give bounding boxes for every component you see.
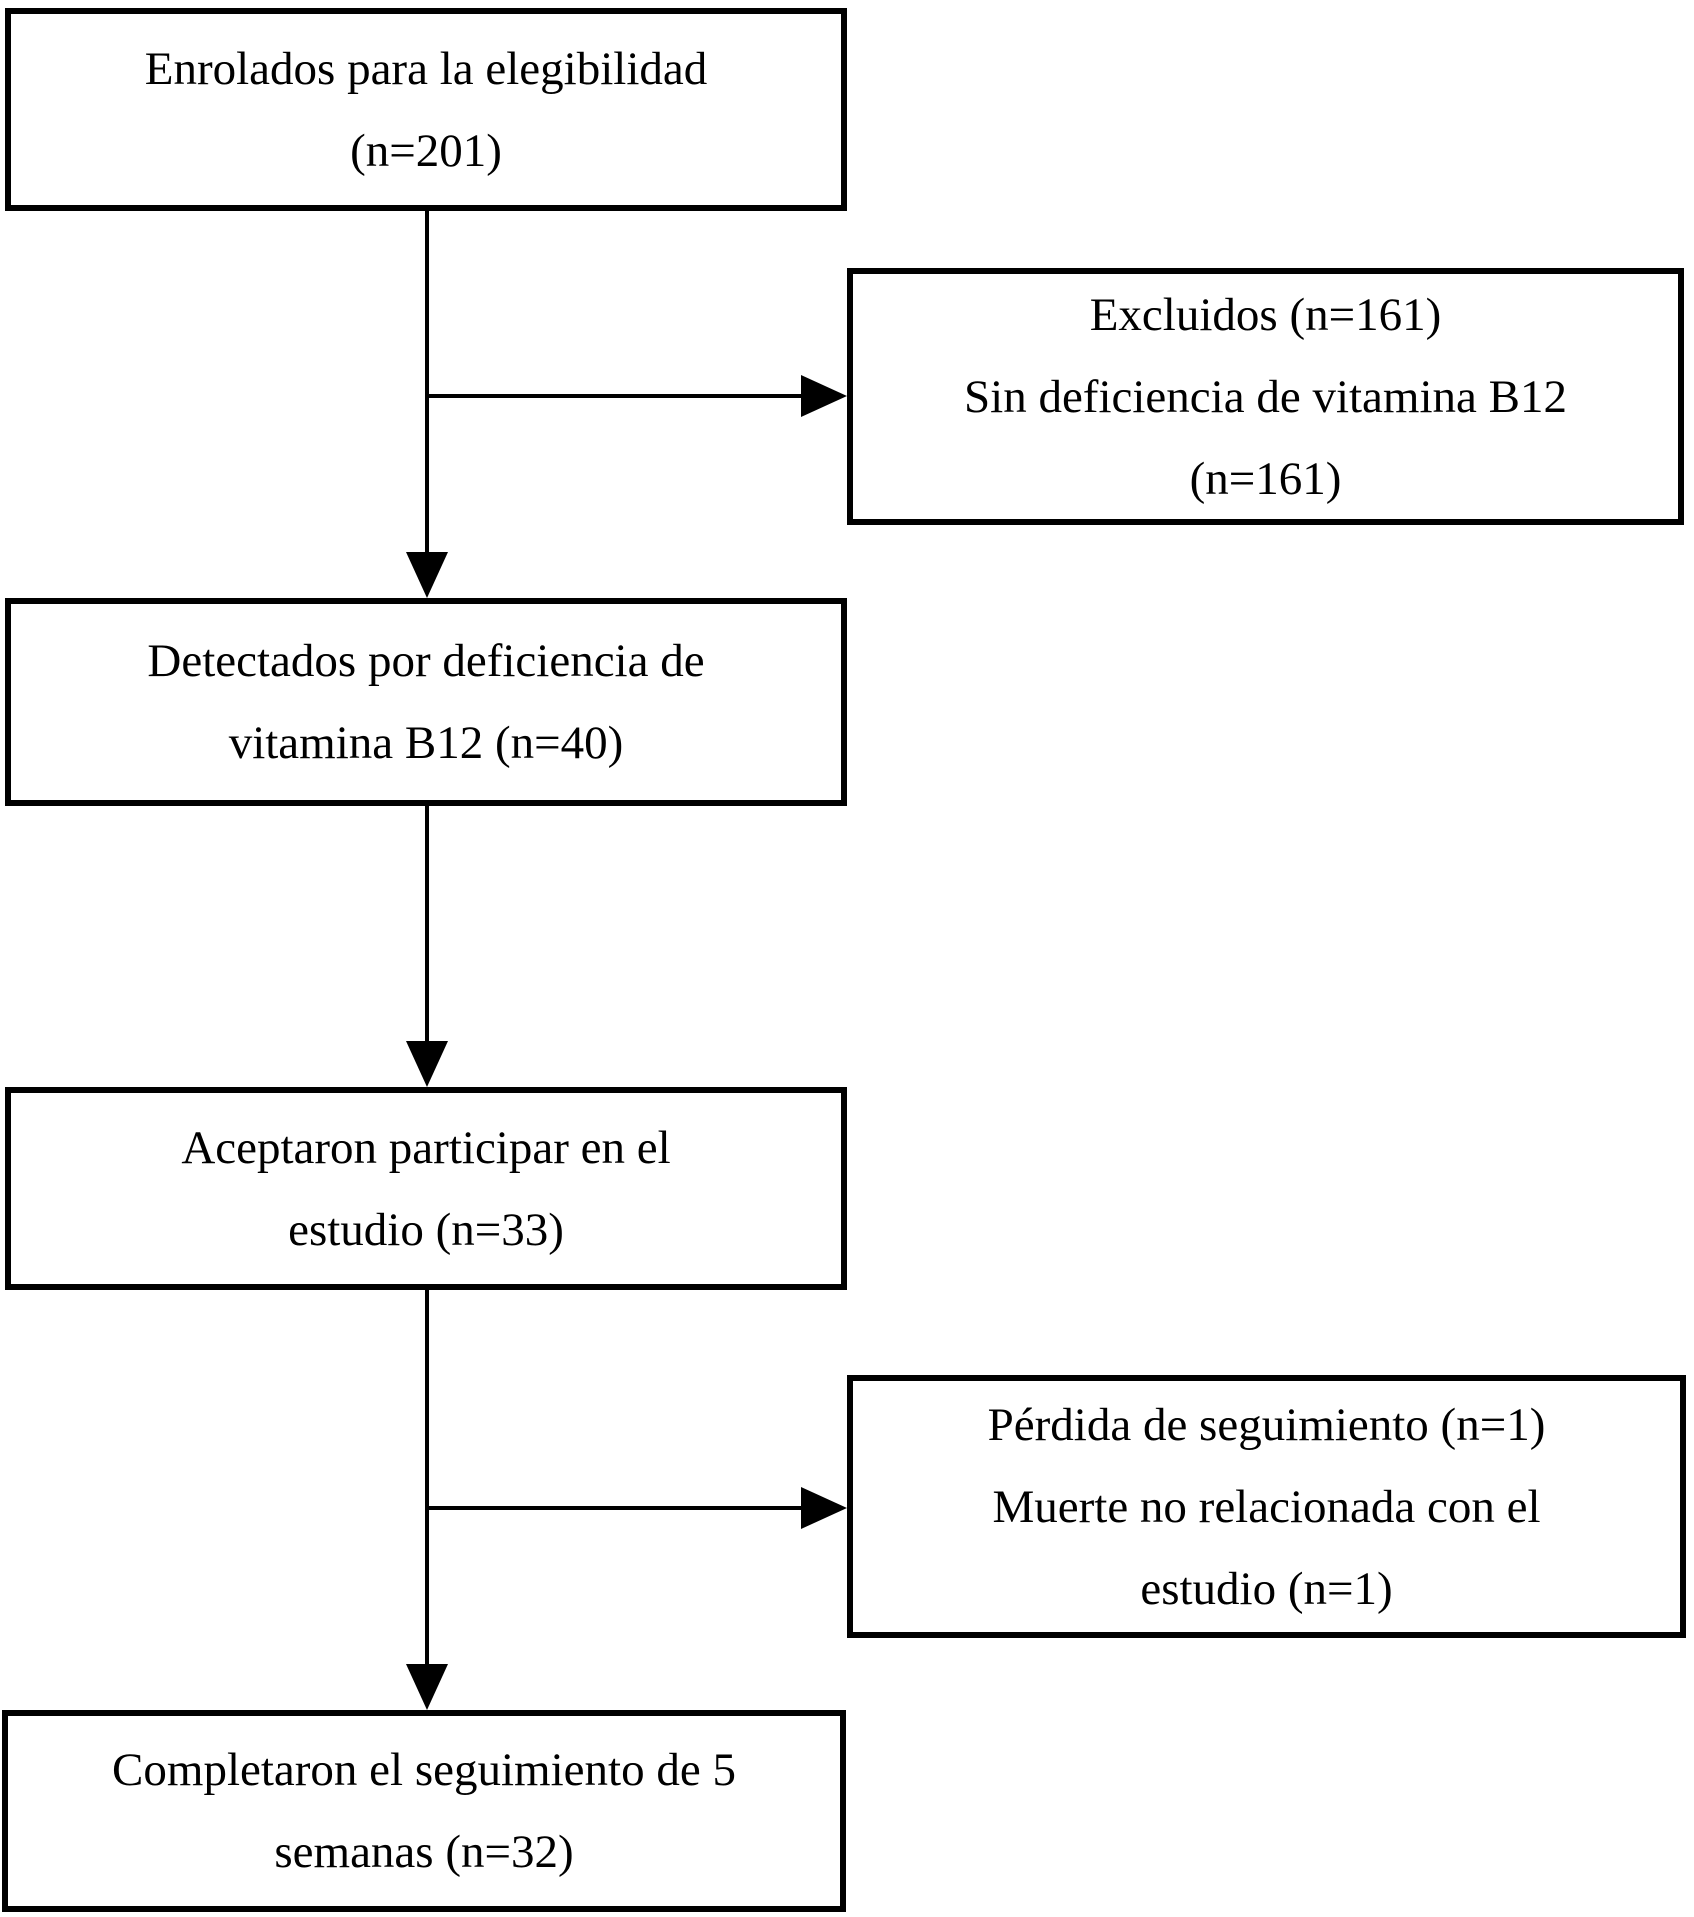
box-accepted-participation: Aceptaron participar en el estudio (n=33… bbox=[5, 1087, 847, 1290]
box-excluded-line-1: Excluidos (n=161) bbox=[1089, 288, 1442, 341]
box-excluded-count: (n=161) bbox=[1189, 452, 1342, 505]
arrowhead-right-excluded-icon bbox=[801, 375, 847, 417]
box-lost-line-3: estudio (n=1) bbox=[1140, 1562, 1393, 1615]
box-enrolled-count: (n=201) bbox=[350, 124, 502, 177]
box-completed-line-2: semanas (n=32) bbox=[274, 1826, 574, 1878]
arrowhead-down-accepted-icon bbox=[406, 1041, 448, 1087]
arrowhead-down-completed-icon bbox=[406, 1664, 448, 1710]
branch-line-to-lost bbox=[427, 1506, 803, 1510]
flow-line-detected-to-accepted bbox=[425, 806, 429, 1043]
box-completed-followup: Completaron el seguimiento de 5 semanas … bbox=[2, 1710, 846, 1912]
box-detected-b12-deficiency: Detectados por deficiencia de vitamina B… bbox=[5, 598, 847, 806]
flow-line-accepted-to-completed bbox=[425, 1290, 429, 1668]
arrowhead-right-lost-icon bbox=[801, 1487, 847, 1529]
box-detected-line-1: Detectados por deficiencia de bbox=[147, 635, 705, 687]
box-lost-line-1: Pérdida de seguimiento (n=1) bbox=[987, 1398, 1546, 1451]
box-lost-followup-death: Pérdida de seguimiento (n=1) Muerte no r… bbox=[847, 1375, 1686, 1638]
box-detected-line-2: vitamina B12 (n=40) bbox=[228, 717, 624, 769]
box-accepted-line-2: estudio (n=33) bbox=[288, 1203, 564, 1256]
branch-line-to-excluded bbox=[427, 394, 803, 398]
box-enrolled-eligibility: Enrolados para la elegibilidad (n=201) bbox=[5, 8, 847, 211]
box-completed-line-1: Completaron el seguimiento de 5 bbox=[112, 1744, 736, 1796]
box-enrolled-line-1: Enrolados para la elegibilidad bbox=[144, 42, 708, 95]
flow-line-enrolled-to-detected bbox=[425, 211, 429, 556]
box-accepted-line-1: Aceptaron participar en el bbox=[181, 1121, 671, 1174]
box-excluded-line-2: Sin deficiencia de vitamina B12 bbox=[964, 370, 1567, 423]
box-lost-line-2: Muerte no relacionada con el bbox=[992, 1480, 1541, 1533]
arrowhead-down-detected-icon bbox=[406, 552, 448, 598]
box-excluded: Excluidos (n=161) Sin deficiencia de vit… bbox=[847, 268, 1684, 525]
